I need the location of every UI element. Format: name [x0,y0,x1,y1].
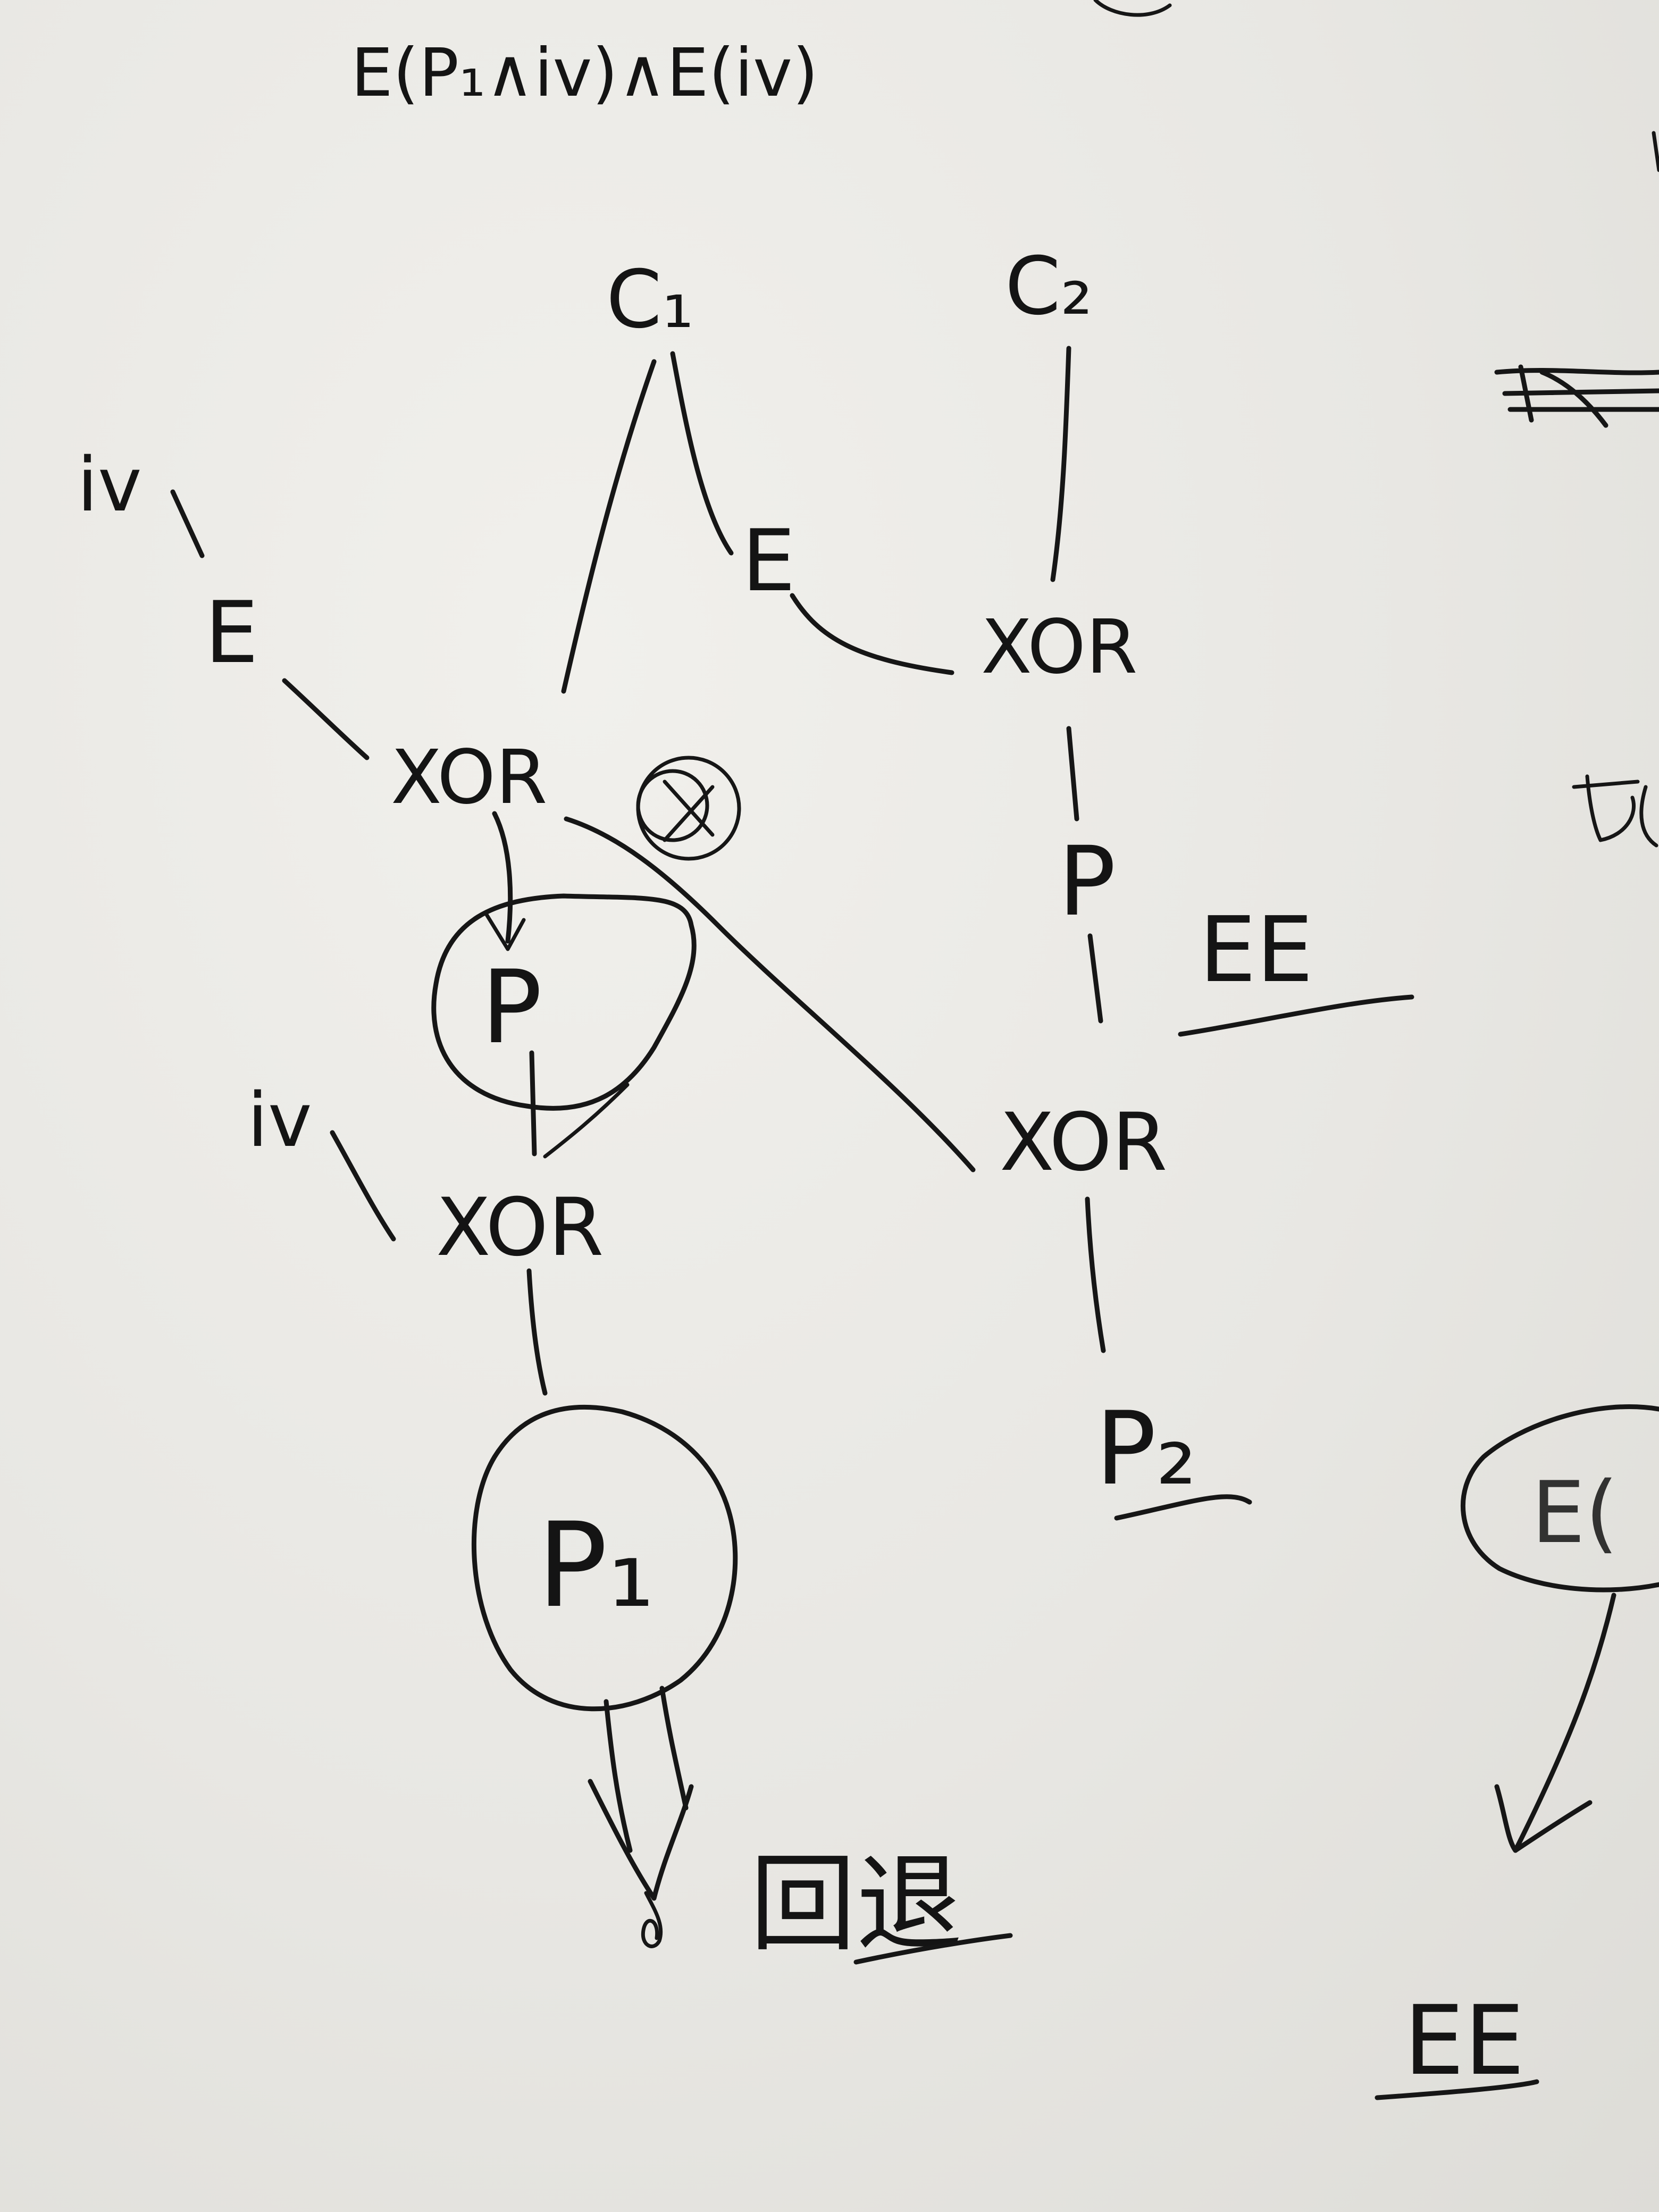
edge-iv-bottom-xor-bottom-left [330,1130,396,1242]
arrow-head-p1 [588,1779,694,1901]
edge-e-mid-xor-right-top [790,593,954,675]
scribble-p1-arrow [641,1891,663,1948]
edge-iv-e-left [170,489,205,558]
label-ee-mid: EE [1199,898,1313,1003]
stray-mark-top [1093,0,1172,17]
bubble-right [1460,1404,1659,1593]
note-cjk: 回退 [750,1842,962,1966]
edge-e-left-xor-left [282,678,370,760]
node-e-mid: E [742,511,795,610]
node-p-circled: P [481,949,542,1066]
node-iv-bottom: iv [247,1077,312,1164]
edge-xor-right-top-p-right [1066,726,1079,822]
underline-p2 [1114,1494,1252,1521]
edge-p-circled-xor-bottom-left [529,1050,537,1157]
circle-around-p [431,893,697,1111]
edge-p1-down-right [659,1686,689,1811]
node-c2: C₂ [1005,240,1093,333]
bubble-right-text: E( [1531,1463,1619,1562]
node-c1: C₁ [606,254,694,346]
edge-c2-xor-right-top [1050,346,1071,582]
strike-line-p-circle [543,1083,630,1159]
edge-xor-right-bottom-p2 [1085,1196,1106,1353]
stray-mark-right-edge [1652,131,1659,172]
arrow-head-p-circled [484,912,526,951]
node-iv-top: iv [77,442,142,529]
edge-xor-left-p-circled [492,811,513,944]
edge-c1-xor-left [561,359,657,694]
node-xor-left: XOR [391,734,547,821]
scribble-right-top [1494,364,1659,428]
node-xor-right-top: XOR [981,604,1137,691]
edge-xor-bottom-left-p1 [526,1268,548,1396]
node-xor-bottom-left: XOR [436,1182,604,1274]
formula-text: E(P₁∧iv)∧E(iv) [351,35,818,112]
underline-cjk-note [853,1933,1013,1965]
edge-xor-left-xor-right-bottom [564,816,976,1172]
node-xor-right-bottom: XOR [1000,1096,1167,1189]
label-ee-bottom: EE [1404,1985,1524,2097]
arrow-head-bubble [1494,1784,1593,1853]
underline-ee-bottom [1375,2079,1539,2100]
underline-ee-mid [1178,994,1414,1037]
node-p2: P₂ [1095,1390,1197,1507]
node-p1: P₁ [537,1497,655,1633]
xor-circle-symbol [636,756,741,861]
circle-around-p1 [472,1404,738,1712]
edge-c1-e-mid [670,351,734,556]
arrow-bubble-down [1513,1593,1616,1853]
scribble-right-mid [1572,774,1658,848]
edge-p1-down-left [604,1699,633,1853]
edge-p-right-xor-right-bottom [1087,933,1103,1024]
node-p-right: P [1058,826,1116,937]
node-e-left: E [205,583,258,682]
